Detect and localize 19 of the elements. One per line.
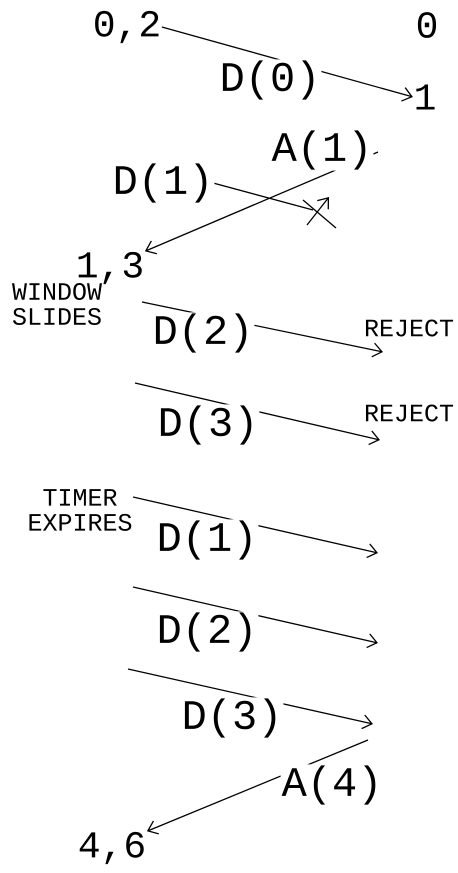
edge-label: D(0) xyxy=(218,59,322,101)
edge-label: A(1) xyxy=(270,129,374,171)
message-label: D(2) xyxy=(156,611,258,653)
edge-label: A(4) xyxy=(280,764,384,806)
window-label: 0,2 xyxy=(95,10,158,44)
note: REJECT xyxy=(366,404,454,422)
message-label: D(3) xyxy=(180,697,284,739)
message-label: D(2) xyxy=(152,312,254,354)
note: TIMER EXPIRES xyxy=(29,489,132,531)
window-label: 1,3 xyxy=(78,252,142,284)
message-label: D(1) xyxy=(112,162,214,204)
message-label: D(3) xyxy=(156,404,260,446)
window-label: 1 xyxy=(416,84,435,110)
arrow xyxy=(146,739,368,835)
message-label: D(1) xyxy=(156,519,258,561)
window-label: 4,6 xyxy=(80,832,144,864)
window-label: 0 xyxy=(418,12,436,38)
note: REJECT xyxy=(366,320,454,336)
note: WINDOW SLIDES xyxy=(12,283,102,325)
